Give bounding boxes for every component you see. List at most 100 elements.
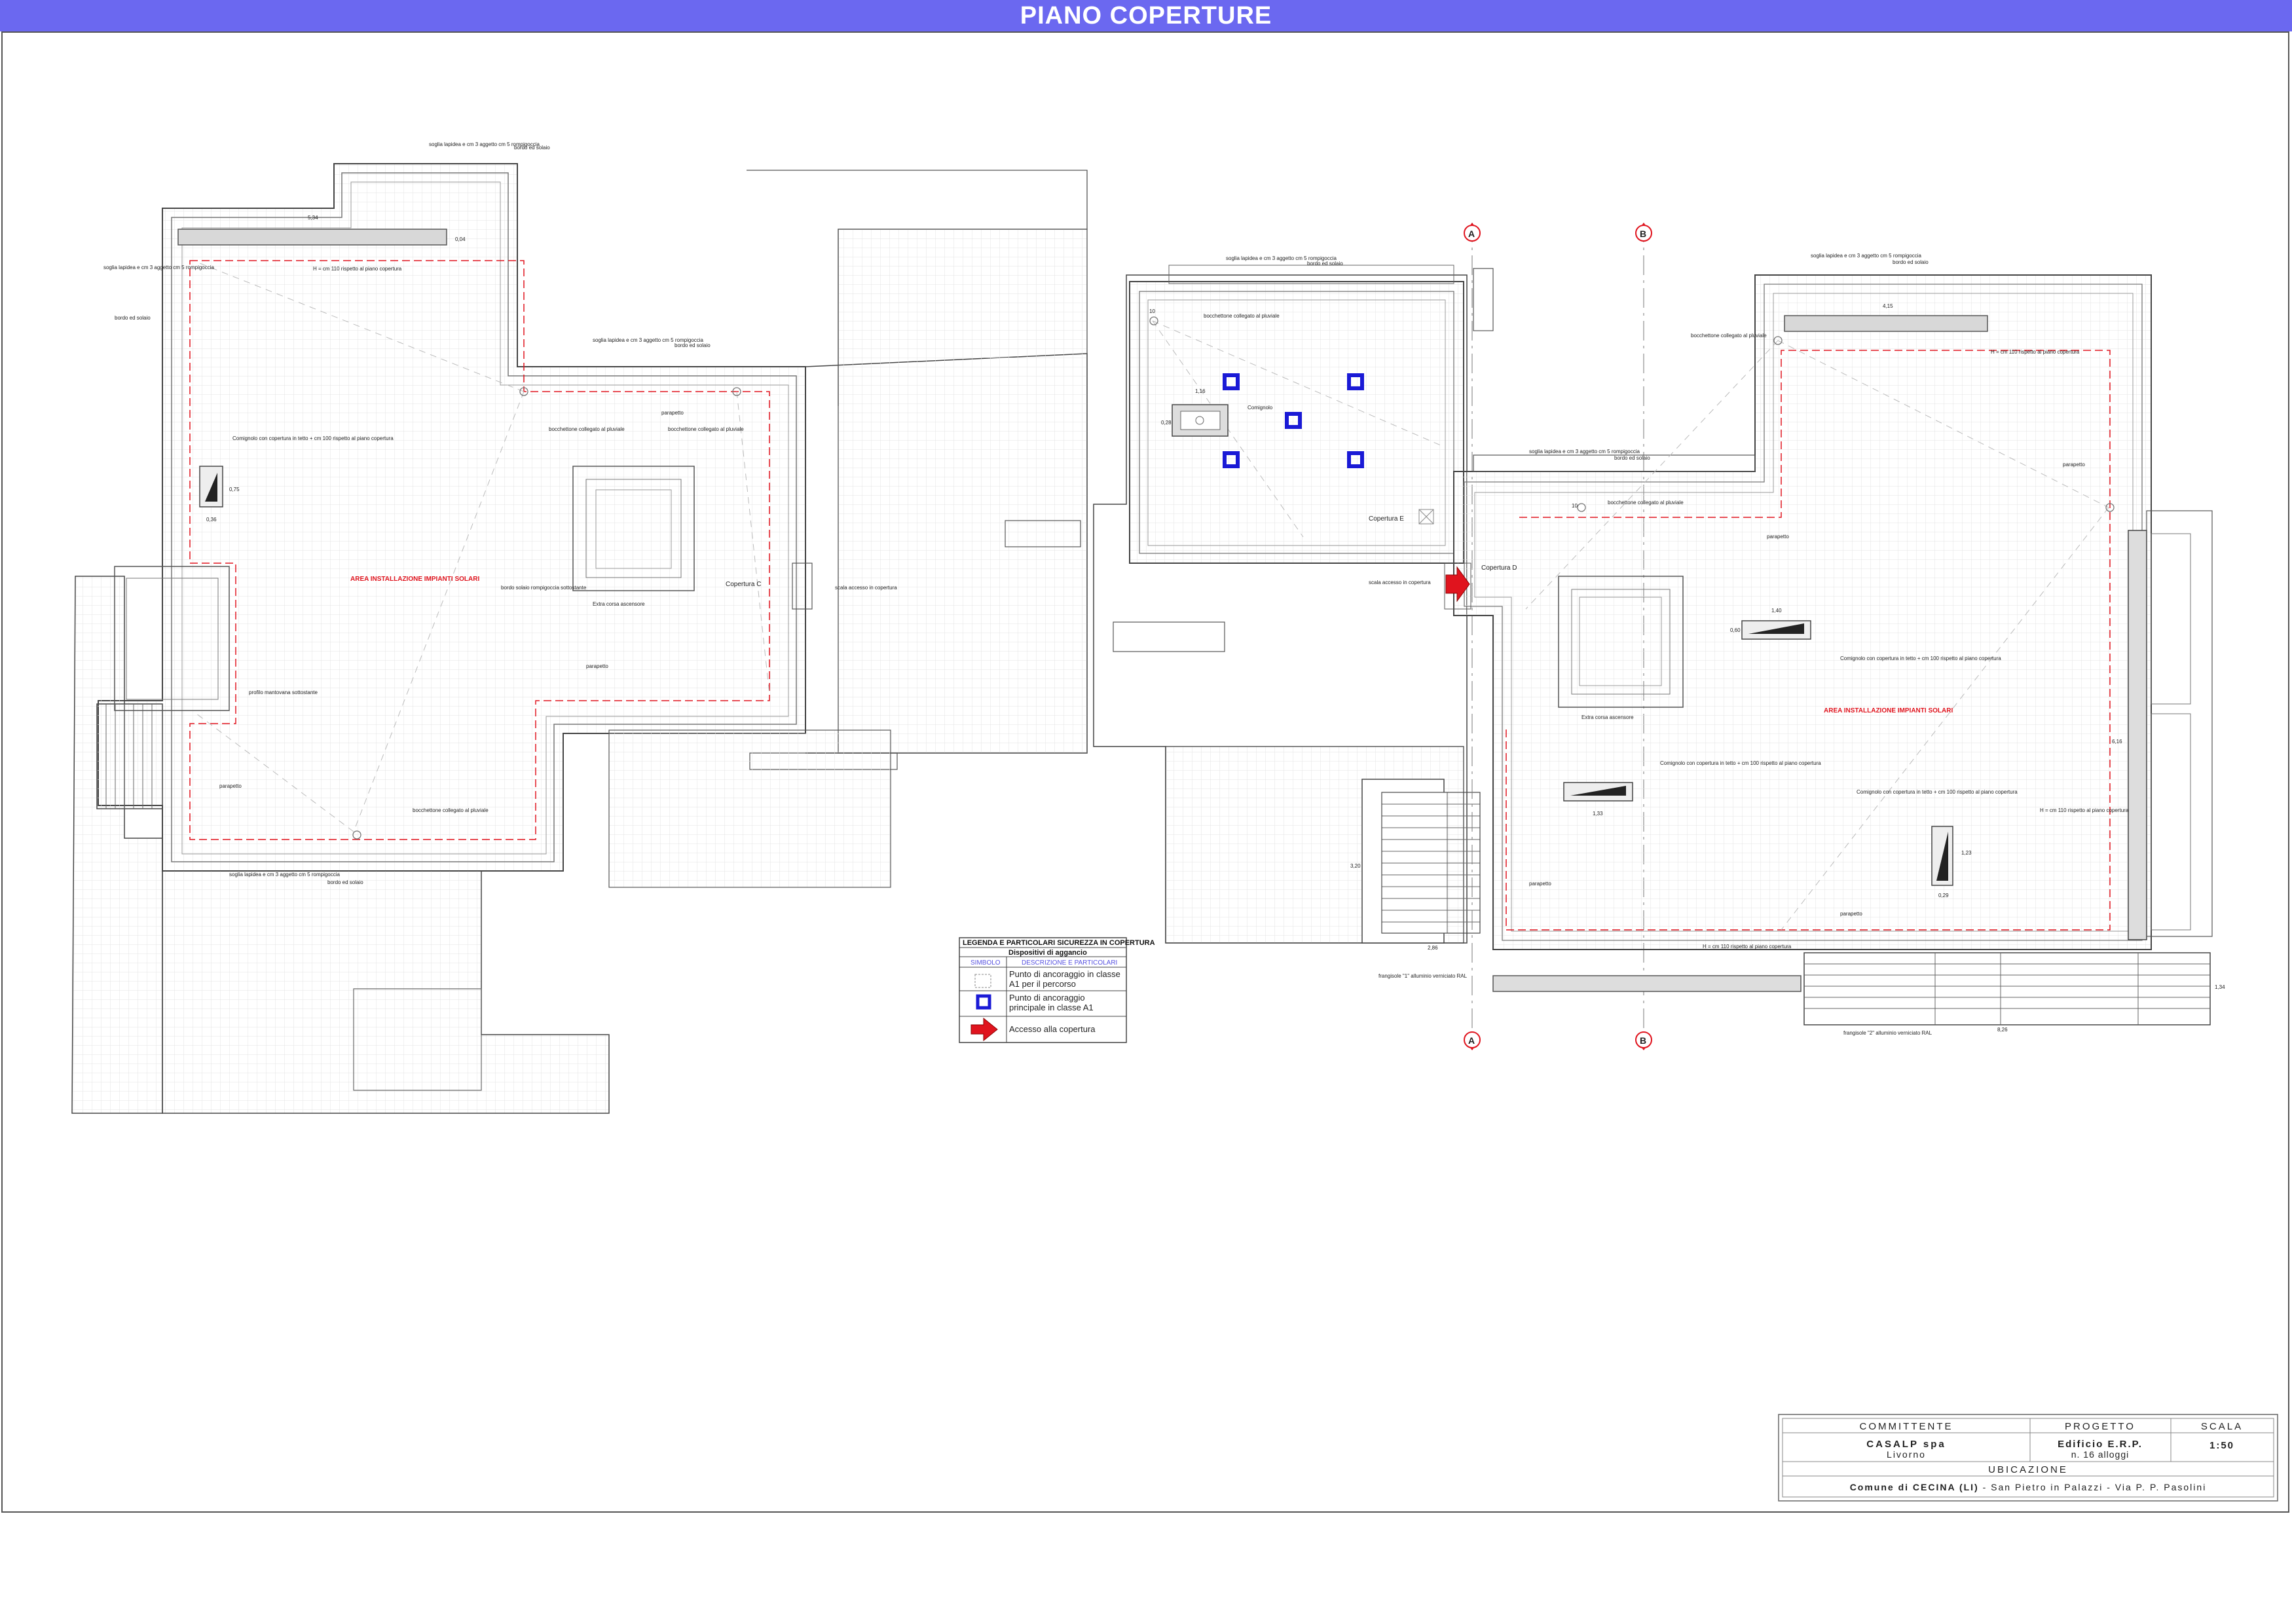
section-mark-a-top: A xyxy=(1464,223,1481,242)
soglia-label-2: soglia lapidea e cm 3 aggetto cm 5 rompi… xyxy=(593,337,704,343)
copertura-d-label: Copertura D xyxy=(1481,564,1517,572)
bordo-solaio-label-3: bordo ed solaio xyxy=(327,879,363,885)
dim-826: 8,26 xyxy=(1997,1027,2008,1033)
bordo-solaio-label-2: bordo ed solaio xyxy=(675,342,711,348)
area-label-right: AREA INSTALLAZIONE IMPIANTI SOLARI xyxy=(1824,707,1953,714)
parapetto-label-2: parapetto xyxy=(586,663,608,669)
legend-col-desc: DESCRIZIONE E PARTICOLARI xyxy=(1022,959,1117,967)
main-anchor-icon xyxy=(1223,451,1240,468)
tb-scala-label: SCALA xyxy=(2201,1421,2243,1432)
central-annotations: Copertura E Comignolo bocchettone colleg… xyxy=(1149,255,1468,979)
dim-036: 0,36 xyxy=(206,517,217,523)
tb-ubicazione-label: UBICAZIONE xyxy=(1988,1464,2068,1475)
soglia-label-3: soglia lapidea e cm 3 aggetto cm 5 rompi… xyxy=(229,872,341,877)
parapetto-label-r2: parapetto xyxy=(1767,534,1789,540)
right-building xyxy=(1444,268,2213,1025)
tb-ubicazione-rest: - San Pietro in Palazzi - Via P. P. Paso… xyxy=(1979,1482,2207,1492)
area-label-left: AREA INSTALLAZIONE IMPIANTI SOLARI xyxy=(350,576,479,583)
dim-140: 1,40 xyxy=(1771,608,1782,614)
anchor-point-icon xyxy=(974,974,991,988)
legend-row-1-line-2: A1 per il percorso xyxy=(1009,979,1076,989)
dim-534: 5,34 xyxy=(308,215,318,221)
soglia-label-4: soglia lapidea e cm 3 aggetto cm 5 rompi… xyxy=(103,265,215,270)
extra-corsa-label-right: Extra corsa ascensore xyxy=(1581,714,1634,720)
tb-progetto-label: PROGETTO xyxy=(2065,1421,2135,1432)
quota-label-right-3: H = cm 110 rispetto al piano copertura xyxy=(1703,944,1792,950)
dim-10-right: 10 xyxy=(1572,503,1578,509)
tb-committente-label: COMMITTENTE xyxy=(1860,1421,1953,1432)
tb-committente-city: Livorno xyxy=(1887,1449,1926,1460)
parapetto-label-r1: parapetto xyxy=(2063,462,2085,468)
main-anchor-icon xyxy=(1285,412,1302,429)
sheet-frame xyxy=(1,31,2289,1513)
legend-row-2-line-1: Punto di ancoraggio xyxy=(1009,993,1085,1003)
comignolo-label-right-3: Comignolo con copertura in tetto + cm 10… xyxy=(1857,789,2018,795)
legend-col-symbol: SIMBOLO xyxy=(970,959,1001,967)
tb-ubicazione-bold: Comune di CECINA (LI) xyxy=(1850,1482,1979,1492)
scala-accesso-label-right: scala accesso in copertura xyxy=(1369,580,1431,585)
comignolo-label-left: Comignolo con copertura in tetto + cm 10… xyxy=(232,435,394,441)
bordo-solaio-label-4: bordo ed solaio xyxy=(115,315,151,321)
left-annotations: AREA INSTALLAZIONE IMPIANTI SOLARI Coper… xyxy=(103,141,897,885)
parapetto-label-r3: parapetto xyxy=(1529,881,1551,887)
frangisole-2-label: frangisole "2" alluminio verniciato RAL xyxy=(1843,1030,1932,1036)
bordo-rompigoccia-label: bordo solaio rompigoccia sottostante xyxy=(501,585,587,591)
soglia-label-r2: soglia lapidea e cm 3 aggetto cm 5 rompi… xyxy=(1529,449,1640,454)
frangisole-1-label: frangisole "1" alluminio verniciato RAL xyxy=(1378,973,1468,979)
comignolo-label-center: Comignolo xyxy=(1248,405,1273,411)
parapetto-label-r4: parapetto xyxy=(1840,911,1862,917)
bocchettone-label-center: bocchettone collegato al pluviale xyxy=(1204,313,1280,319)
dim-075: 0,75 xyxy=(229,487,240,492)
main-anchor-points xyxy=(1223,373,1364,468)
dim-320: 3,20 xyxy=(1350,863,1361,869)
dim-060: 0,60 xyxy=(1730,627,1741,633)
legend-title: LEGENDA E PARTICOLARI SICUREZZA IN COPER… xyxy=(963,939,1155,947)
dim-415: 4,15 xyxy=(1883,303,1893,309)
main-anchor-icon xyxy=(1223,373,1240,390)
dim-10-center: 10 xyxy=(1149,308,1155,314)
main-anchor-icon xyxy=(1347,451,1364,468)
tb-scala-value: 1:50 xyxy=(2209,1440,2234,1451)
section-markers: A B A B xyxy=(1464,223,1652,1050)
quota-label-right-1: H = cm 110 rispetto al piano copertura xyxy=(1991,349,2080,355)
bocchettone-label-1: bocchettone collegato al pluviale xyxy=(549,426,625,432)
section-mark-a-bottom: A xyxy=(1464,1031,1481,1050)
main-anchor-icon xyxy=(976,994,991,1010)
tb-ubicazione-line: Comune di CECINA (LI) - San Pietro in Pa… xyxy=(1850,1482,2207,1492)
svg-text:B: B xyxy=(1640,229,1646,239)
comignolo-label-right-2: Comignolo con copertura in tetto + cm 10… xyxy=(1660,760,1821,766)
section-mark-b-top: B xyxy=(1635,223,1652,242)
dim-286: 2,86 xyxy=(1428,945,1438,951)
right-annotations: AREA INSTALLAZIONE IMPIANTI SOLARI Coper… xyxy=(1369,253,2225,1036)
dim-029: 0,29 xyxy=(1938,893,1949,898)
soglia-label-center: soglia lapidea e cm 3 aggetto cm 5 rompi… xyxy=(1226,255,1337,261)
bordo-solaio-label-center: bordo ed solaio xyxy=(1307,261,1343,267)
main-anchor-icon xyxy=(1347,373,1364,390)
bocchettone-label-3: bocchettone collegato al pluviale xyxy=(413,807,489,813)
quota-label-left: H = cm 110 rispetto al piano copertura xyxy=(313,266,402,272)
bordo-solaio-label-r1: bordo ed solaio xyxy=(1893,259,1929,265)
dim-116: 1,16 xyxy=(1195,388,1206,394)
comignolo-label-right-1: Comignolo con copertura in tetto + cm 10… xyxy=(1840,655,2001,661)
legend-row-2-line-2: principale in classe A1 xyxy=(1009,1003,1094,1012)
bocchettone-label-2: bocchettone collegato al pluviale xyxy=(668,426,744,432)
legend: LEGENDA E PARTICOLARI SICUREZZA IN COPER… xyxy=(959,937,1155,1043)
soglia-label-1: soglia lapidea e cm 3 aggetto cm 5 rompi… xyxy=(429,141,540,147)
legend-row-3-line-1: Accesso alla copertura xyxy=(1009,1024,1096,1034)
title-block: COMMITTENTE CASALP spa Livorno PROGETTO … xyxy=(1778,1414,2278,1502)
dim-028: 0,28 xyxy=(1161,420,1172,426)
tb-progetto-name: Edificio E.R.P. xyxy=(2058,1439,2143,1450)
parapetto-label-1: parapetto xyxy=(661,410,684,416)
bordo-solaio-label-1: bordo ed solaio xyxy=(514,145,550,151)
copertura-e-label: Copertura E xyxy=(1369,515,1404,523)
central-building xyxy=(1093,265,1481,944)
svg-text:A: A xyxy=(1468,229,1475,239)
left-building xyxy=(71,163,1088,1114)
scala-accesso-label-left: scala accesso in copertura xyxy=(835,585,897,591)
parapetto-label-3: parapetto xyxy=(219,783,242,789)
copertura-c-label: Copertura C xyxy=(726,581,761,588)
legend-subtitle: Dispositivi di aggancio xyxy=(1008,949,1087,957)
bocchettone-label-r2: bocchettone collegato al pluviale xyxy=(1608,500,1684,506)
svg-text:B: B xyxy=(1640,1035,1646,1046)
